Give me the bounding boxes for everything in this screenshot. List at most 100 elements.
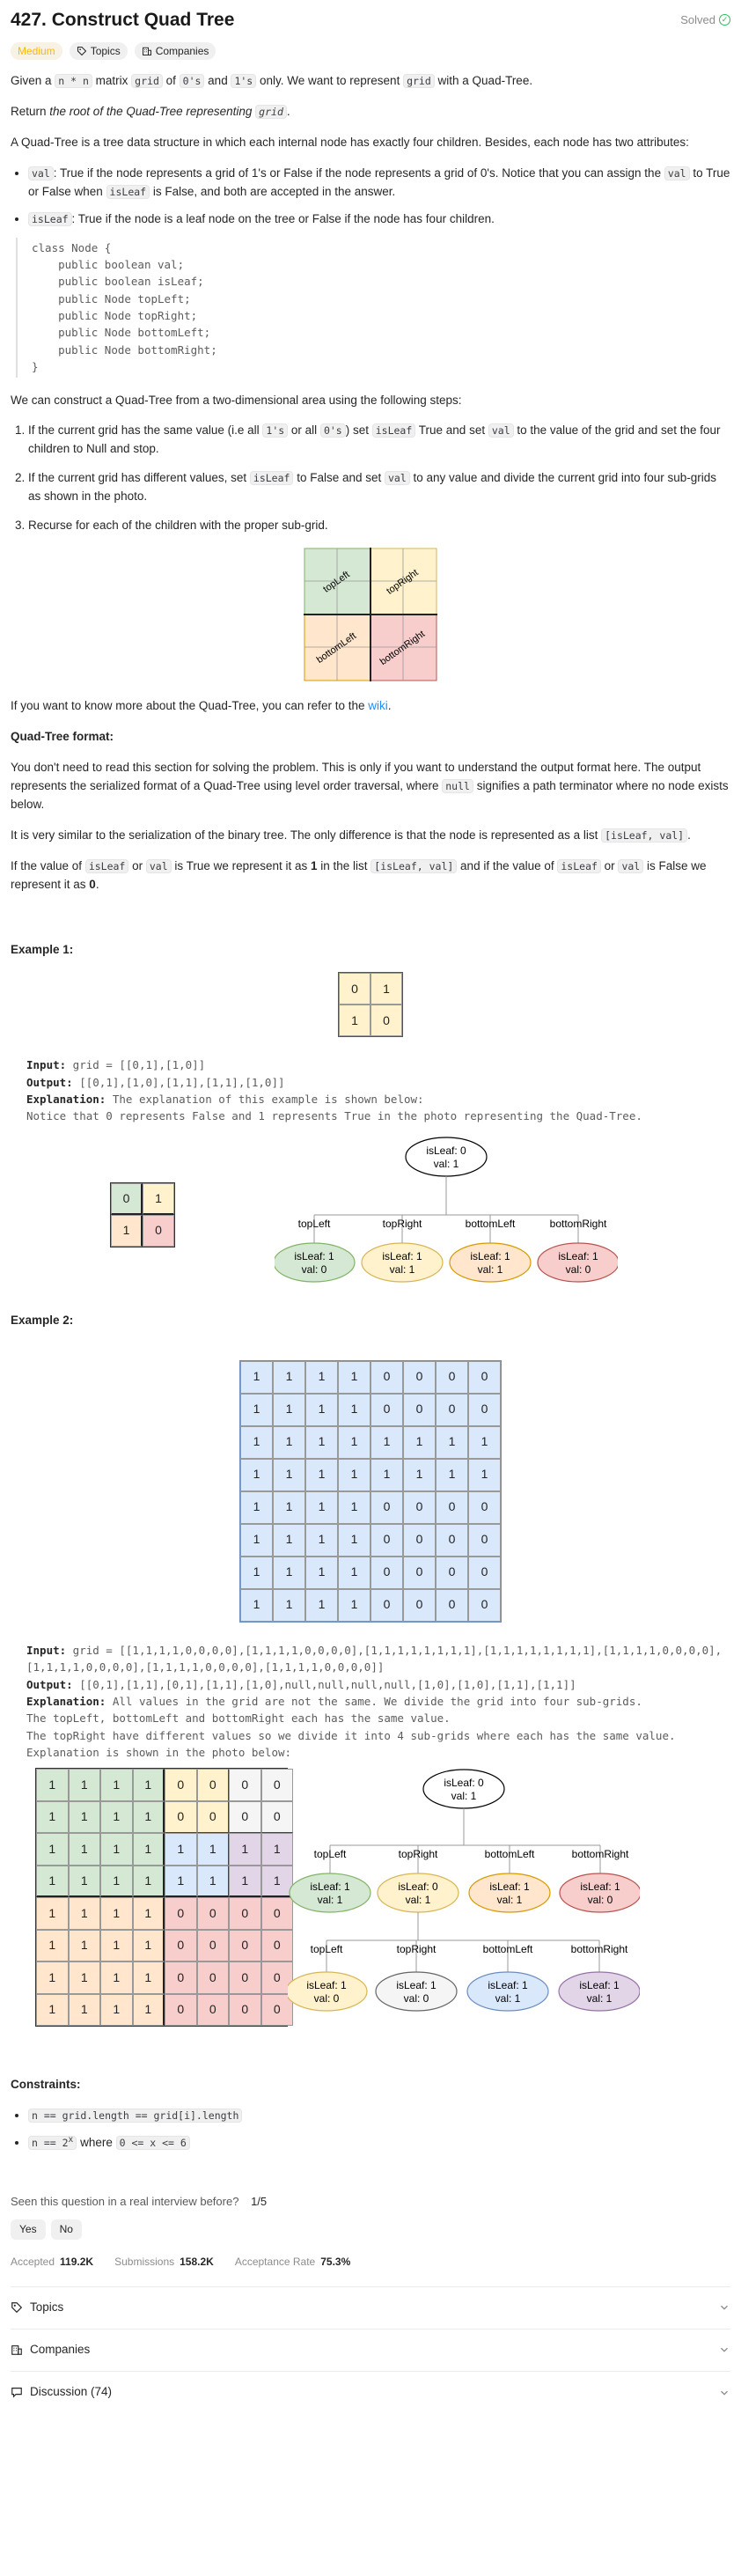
grid-cell: 0 xyxy=(260,1993,293,2027)
page-title[interactable]: 427. Construct Quad Tree xyxy=(11,9,235,30)
tree-node-label: val: 1 xyxy=(406,1894,431,1906)
chevron-down-icon xyxy=(721,2347,728,2352)
grid-cell: 1 xyxy=(165,1833,197,1866)
grid-cell: 0 xyxy=(403,1588,436,1622)
grid-cell: 1 xyxy=(338,1360,370,1394)
tag-icon xyxy=(77,46,86,56)
grid-cell: 0 xyxy=(436,1360,468,1394)
solved-status: Solved ✓ xyxy=(680,11,730,29)
tree-node xyxy=(377,1873,459,1914)
grid-cell: 1 xyxy=(273,1523,305,1557)
grid-cell: 0 xyxy=(229,1897,261,1930)
grid-cell: 1 xyxy=(68,1800,100,1834)
accordion-discussion[interactable]: Discussion (74) xyxy=(11,2372,730,2414)
grid-cell: 1 xyxy=(196,1833,229,1866)
grid-cell: 0 xyxy=(468,1556,501,1589)
grid-cell: 0 xyxy=(196,1897,229,1930)
grid-cell: 1 xyxy=(68,1833,100,1866)
grid-cell: 1 xyxy=(240,1490,273,1524)
accordion-topics-label: Topics xyxy=(30,2300,64,2314)
grid-cell: 1 xyxy=(305,1556,338,1589)
accordion-companies-label: Companies xyxy=(30,2342,91,2356)
grid-cell: 0 xyxy=(196,1769,229,1801)
tree-node xyxy=(422,1769,505,1810)
grid-cell: 0 xyxy=(468,1523,501,1557)
tree-edge-label: bottomRight xyxy=(571,1943,628,1955)
tree-edge-label: topRight xyxy=(399,1848,438,1860)
grid-cell: 0 xyxy=(370,1556,403,1589)
node-class-code: class Node { public boolean val; public … xyxy=(16,237,730,378)
tree-node-label: val: 1 xyxy=(587,1992,613,2005)
tree-edge-label: topRight xyxy=(397,1943,437,1955)
grid-cell: 0 xyxy=(260,1800,293,1834)
tree-edge-label: topLeft xyxy=(298,1218,331,1230)
grid-cell: 1 xyxy=(338,1458,370,1491)
steps-list: If the current grid has the same value (… xyxy=(11,422,730,535)
grid-cell: 0 xyxy=(165,1961,197,1994)
grid-cell: 1 xyxy=(36,1865,69,1898)
tree-node xyxy=(558,1971,640,2012)
grid-cell: 0 xyxy=(403,1360,436,1394)
grid-cell: 1 xyxy=(240,1588,273,1622)
grid-cell: 0 xyxy=(403,1393,436,1426)
tree-node xyxy=(537,1242,618,1283)
tree-node-label: val: 0 xyxy=(588,1894,613,1906)
tree-node-label: isLeaf: 1 xyxy=(310,1880,350,1893)
example1-io: Input: grid = [[0,1],[1,0]] Output: [[0,… xyxy=(26,1058,642,1123)
grid-cell: 0 xyxy=(111,1182,143,1215)
grid-cell: 1 xyxy=(338,1556,370,1589)
accordion-topics[interactable]: Topics xyxy=(11,2287,730,2329)
grid-cell: 1 xyxy=(111,1214,143,1247)
list-item: If the current grid has the same value (… xyxy=(28,422,730,459)
wiki-paragraph: If you want to know more about the Quad-… xyxy=(11,699,392,713)
grid-cell: 1 xyxy=(436,1458,468,1491)
grid-cell: 0 xyxy=(370,1005,402,1037)
companies-tag[interactable]: Companies xyxy=(134,42,216,60)
yes-button[interactable]: Yes xyxy=(11,2219,46,2240)
check-circle-icon: ✓ xyxy=(719,14,730,26)
tree-node-label: val: 1 xyxy=(318,1894,343,1906)
tree-node-label: isLeaf: 0 xyxy=(444,1777,484,1789)
topics-tag[interactable]: Topics xyxy=(69,42,128,60)
grid-cell: 1 xyxy=(165,1865,197,1898)
example1-heading: Example 1: xyxy=(11,943,74,957)
grid-cell: 1 xyxy=(132,1993,165,2027)
tree-node-label: isLeaf: 1 xyxy=(382,1250,422,1262)
tree-node-label: isLeaf: 1 xyxy=(579,1979,620,1991)
grid-cell: 1 xyxy=(143,1182,174,1215)
tree-node xyxy=(361,1242,444,1283)
example2-io: Input: grid = [[1,1,1,1,0,0,0,0],[1,1,1,… xyxy=(26,1643,723,1760)
grid-cell: 0 xyxy=(165,1993,197,2027)
attribute-list: val: True if the node represents a grid … xyxy=(11,165,730,229)
accordion-companies[interactable]: Companies xyxy=(11,2329,730,2372)
grid-cell: 1 xyxy=(132,1865,165,1898)
grid-cell: 1 xyxy=(68,1961,100,1994)
tree-node xyxy=(289,1873,371,1914)
tag-icon xyxy=(11,2302,23,2314)
grid-cell: 1 xyxy=(273,1393,305,1426)
grid-cell: 1 xyxy=(305,1523,338,1557)
tree-node xyxy=(275,1242,356,1283)
tree-node xyxy=(405,1137,488,1177)
no-button[interactable]: No xyxy=(50,2219,82,2240)
grid-cell: 1 xyxy=(68,1929,100,1962)
grid-cell: 1 xyxy=(273,1458,305,1491)
tree-node-label: val: 1 xyxy=(451,1790,477,1802)
grid-cell: 1 xyxy=(273,1425,305,1459)
desc-p1: Given a n * n matrix grid of 0's and 1's… xyxy=(11,74,533,88)
grid-cell: 1 xyxy=(229,1865,261,1898)
difficulty-badge[interactable]: Medium xyxy=(11,42,62,60)
grid-cell: 0 xyxy=(196,1800,229,1834)
example2-heading: Example 2: xyxy=(11,1313,74,1327)
wiki-link[interactable]: wiki xyxy=(368,699,388,713)
grid-cell: 1 xyxy=(305,1588,338,1622)
tree-edge-label: topLeft xyxy=(314,1848,347,1860)
grid-cell: 1 xyxy=(100,1769,133,1801)
tree-node xyxy=(375,1971,458,2013)
grid-cell: 0 xyxy=(403,1490,436,1524)
